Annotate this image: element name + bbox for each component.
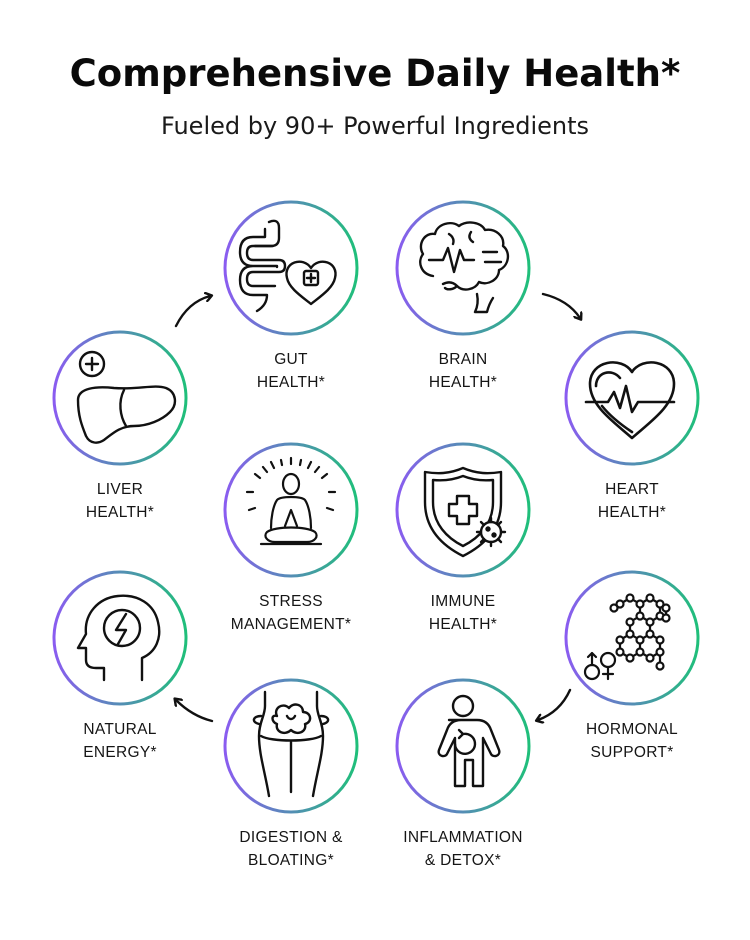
hormone-icon: [564, 570, 700, 706]
heart-icon: [564, 330, 700, 466]
arrow-liver-to-gut: [174, 296, 210, 328]
brain-icon: [395, 200, 531, 336]
digestion-icon: [223, 678, 359, 814]
liver-icon: [52, 330, 188, 466]
page-subtitle: Fueled by 90+ Powerful Ingredients: [160, 112, 590, 140]
arrow-brain-to-heart: [541, 292, 580, 318]
arrow-digestion-to-energy: [176, 700, 214, 723]
energy-icon: [52, 570, 188, 706]
benefit-label: INFLAMMATION& DETOX*: [403, 829, 523, 869]
meditation-icon: [223, 442, 359, 578]
benefit-inflammation-detox: INFLAMMATION& DETOX*: [383, 676, 543, 872]
arrow-hormonal-to-inflammation: [538, 688, 572, 720]
immune-icon: [395, 442, 531, 578]
page-title: Comprehensive Daily Health*: [69, 52, 681, 95]
inflammation-icon: [395, 678, 531, 814]
gut-icon: [223, 200, 359, 336]
benefit-label: DIGESTION &BLOATING*: [239, 829, 343, 869]
benefit-digestion-bloating: DIGESTION &BLOATING*: [211, 676, 371, 872]
